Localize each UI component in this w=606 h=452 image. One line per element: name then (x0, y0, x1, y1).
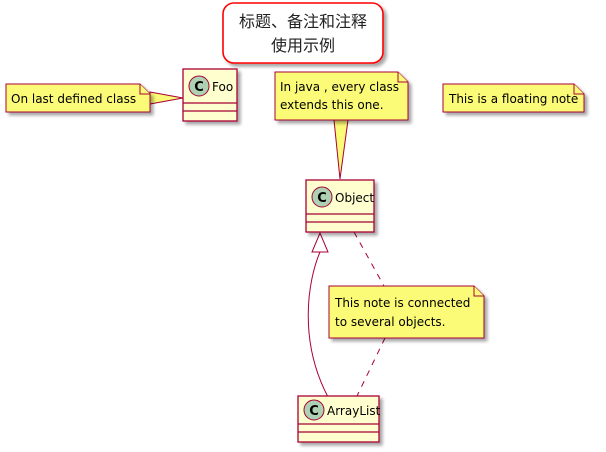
class-object[interactable]: C Object (305, 179, 375, 233)
class-stereotype-letter: C (317, 191, 327, 206)
note-text-line: This is a floating note (448, 92, 578, 106)
note-connected: This note is connected to several object… (328, 285, 485, 339)
title-frame (222, 2, 384, 64)
note-corner (573, 84, 584, 95)
class-box (182, 68, 238, 122)
note-body (274, 71, 409, 121)
note-text-line: to several objects. (335, 315, 445, 329)
class-stereotype-letter: C (194, 80, 204, 95)
class-stereotype-icon (188, 75, 210, 97)
note-link-object (353, 231, 385, 287)
note-link-arraylist (356, 337, 386, 397)
note-text-line: extends this one. (280, 98, 384, 112)
class-name: Foo (212, 80, 233, 94)
inheritance-edge (307, 251, 329, 398)
class-stereotype-icon (311, 186, 333, 208)
note-floating: This is a floating note (442, 83, 585, 113)
class-stereotype-letter: C (309, 404, 319, 419)
title-line-2: 使用示例 (271, 36, 335, 55)
connectors (149, 91, 386, 398)
note-text-line: This note is connected (334, 296, 470, 310)
class-box (305, 179, 375, 233)
note-text-line: In java , every class (280, 80, 399, 94)
note-corner (473, 286, 484, 297)
note-body (328, 285, 485, 339)
note-pointer-foo (149, 91, 184, 105)
class-foo[interactable]: C Foo (182, 68, 238, 122)
class-stereotype-icon (303, 399, 325, 421)
title-line-1: 标题、备注和注释 (239, 12, 367, 31)
inheritance-arrowhead (311, 231, 329, 253)
class-name: Object (335, 191, 374, 205)
diagram-title: 标题、备注和注释 使用示例 (222, 2, 384, 64)
note-corner (397, 72, 408, 83)
class-arraylist[interactable]: C ArrayList (297, 395, 381, 443)
note-java: In java , every class extends this one. (274, 71, 409, 121)
note-pointer-object (333, 119, 349, 180)
note-last-defined-class: On last defined class (5, 83, 151, 113)
note-text-line: On last defined class (11, 92, 136, 106)
note-corner (139, 84, 150, 95)
note-body (5, 83, 151, 113)
note-body (442, 83, 585, 113)
class-name: ArrayList (327, 404, 381, 418)
